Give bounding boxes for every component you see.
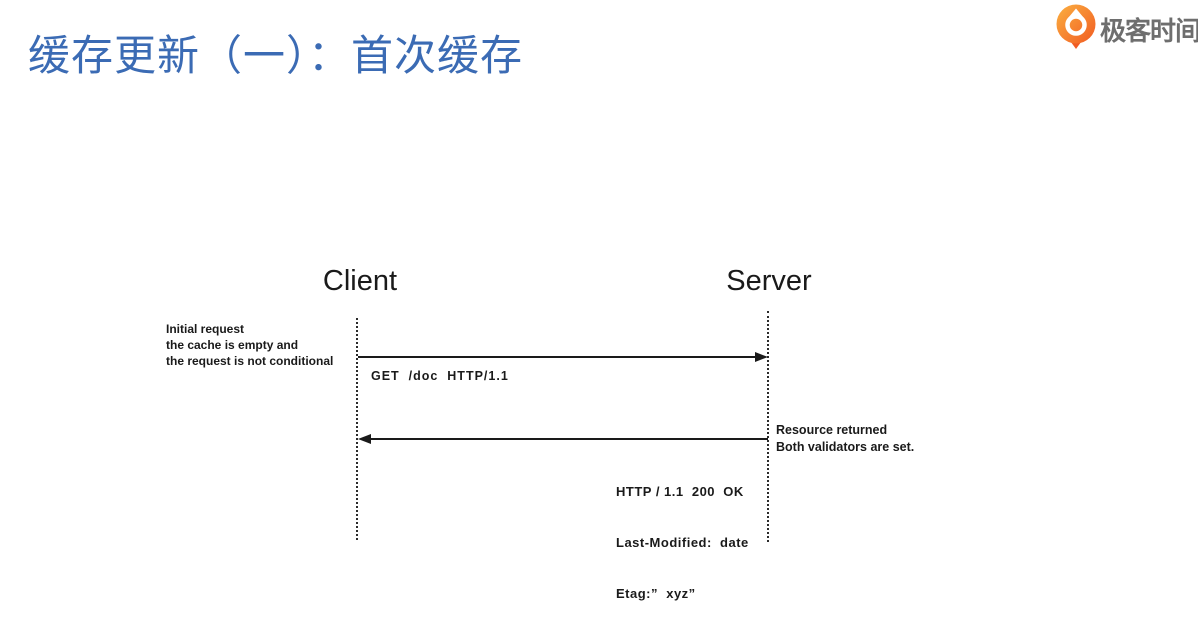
request-note-line: the cache is empty and <box>166 338 299 352</box>
response-header-line: Etag:” xyz” <box>616 586 696 601</box>
response-arrow <box>370 438 768 440</box>
response-note: Resource returned Both validators are se… <box>776 422 914 456</box>
request-arrow <box>358 356 757 358</box>
request-note: Initial request the cache is empty and t… <box>166 321 333 369</box>
server-participant-label: Server <box>726 265 812 297</box>
response-headers: HTTP / 1.1 200 OK Last-Modified: date Et… <box>616 449 749 629</box>
page-title: 缓存更新（一）：首次缓存 <box>28 32 524 79</box>
client-participant-label: Client <box>322 265 398 297</box>
response-note-line: Both validators are set. <box>776 440 915 454</box>
response-header-line: HTTP / 1.1 200 OK <box>616 484 744 499</box>
response-header-line: Last-Modified: date <box>616 535 749 550</box>
request-note-line: the request is not conditional <box>166 354 334 368</box>
response-note-line: Resource returned <box>776 423 888 437</box>
geektime-logo: 极客时间 <box>1056 4 1198 54</box>
arrowhead-left-icon <box>358 433 371 444</box>
geektime-logo-text: 极客时间 <box>1100 15 1198 46</box>
client-lifeline <box>356 318 358 540</box>
server-lifeline <box>767 311 769 542</box>
arrowhead-right-icon <box>755 351 768 362</box>
geektime-logo-icon <box>1056 4 1096 54</box>
request-note-line: Initial request <box>166 322 245 336</box>
request-message-label: GET /doc HTTP/1.1 <box>371 369 509 383</box>
